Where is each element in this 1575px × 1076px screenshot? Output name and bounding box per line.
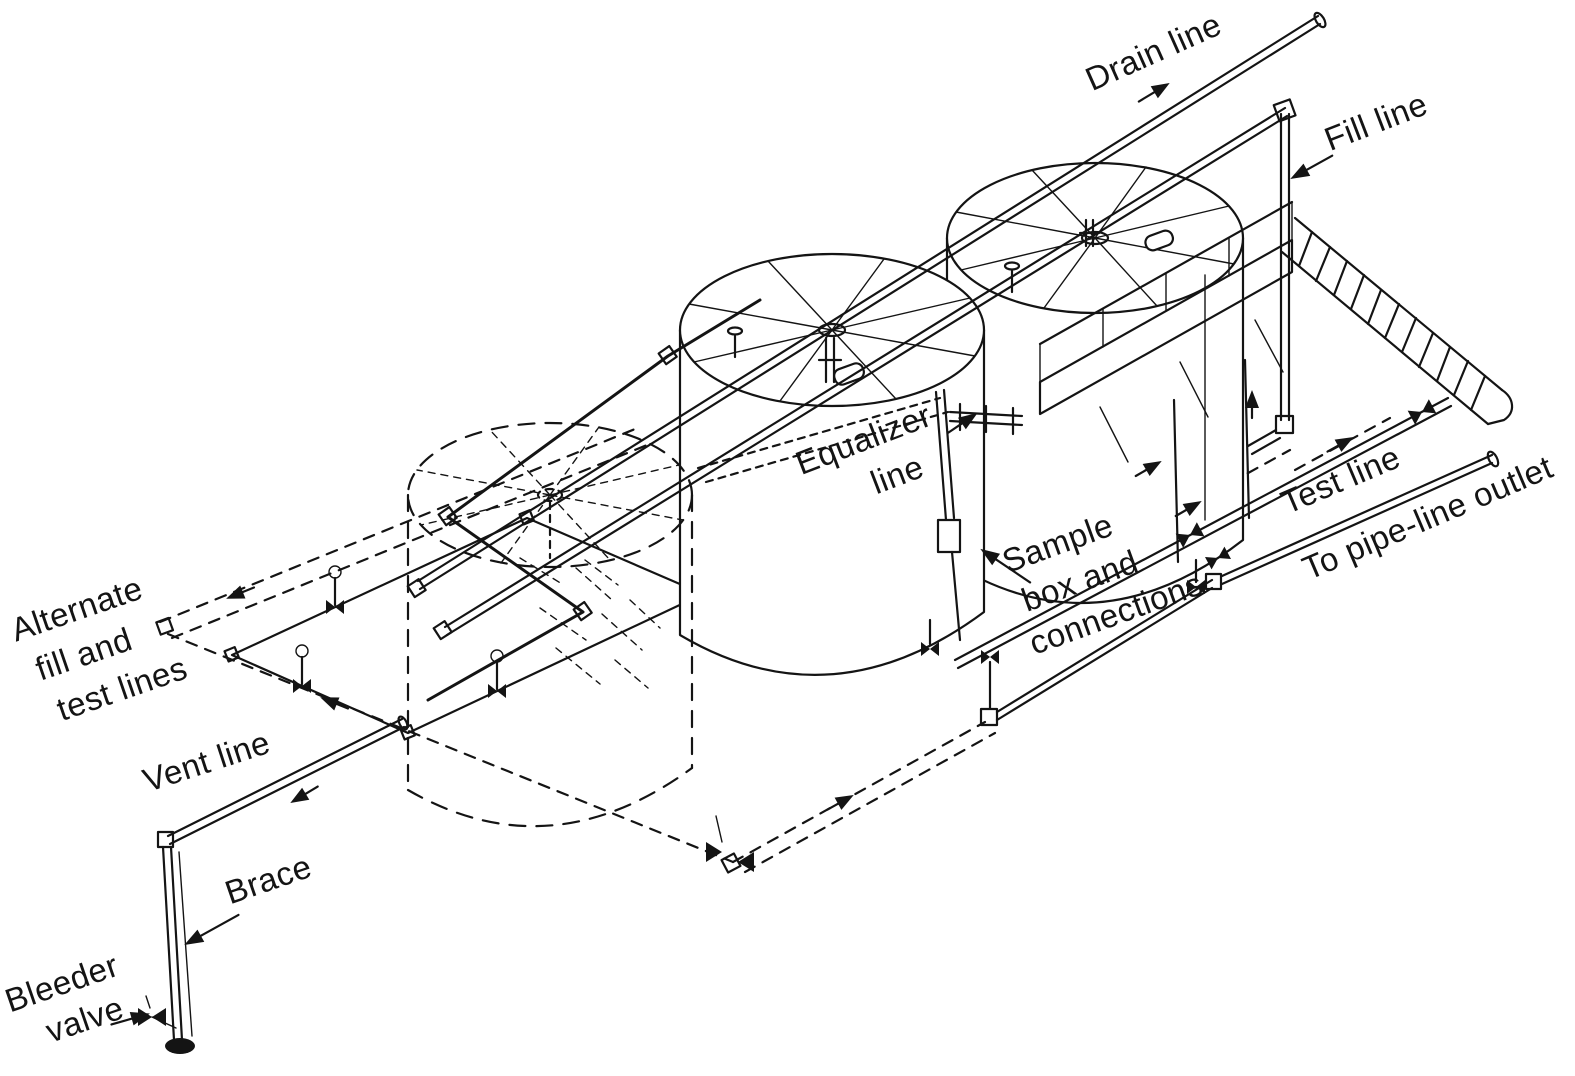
fill-line-leader-arrow <box>1290 154 1334 179</box>
tank-drain-valve <box>1187 558 1205 594</box>
fill-header-pipe <box>432 106 1289 641</box>
pipe-elbow <box>156 830 175 849</box>
standpipe-base <box>165 1038 195 1054</box>
tank-vent-fitting <box>1003 261 1021 294</box>
label-brace: Brace <box>220 847 316 911</box>
flow-arrow <box>226 585 256 599</box>
manifold-valve <box>488 649 506 698</box>
tank-vent-fitting <box>726 326 744 359</box>
sample-box-leader-arrow <box>980 548 1032 584</box>
alternate-fill-pipe <box>426 298 762 702</box>
test-line-pipe <box>953 396 1453 710</box>
label-drain-line: Drain line <box>1080 5 1227 98</box>
front-corner-valves <box>706 815 754 874</box>
drain-pipe <box>406 11 1327 599</box>
flow-arrows <box>226 82 1354 811</box>
outlet-valve <box>1205 546 1231 570</box>
header-riser <box>1078 218 1101 248</box>
equalizer-pipe-hidden <box>696 396 950 484</box>
brace-leader-arrow <box>184 913 240 945</box>
bleeder-valve <box>138 995 177 1029</box>
flow-arrow <box>1326 437 1354 453</box>
pipe-elbow <box>979 707 999 727</box>
storage-tank-rear <box>945 161 1245 604</box>
tank-manway-hatch <box>1144 229 1175 252</box>
tank-drain-valve <box>921 618 939 656</box>
label-alternate-lines: Alternate fill and test lines <box>6 564 192 734</box>
flow-arrow <box>290 785 319 804</box>
flow-arrow <box>1245 390 1259 420</box>
catwalk-post <box>1243 358 1251 520</box>
label-test-line: Test line <box>1275 438 1405 521</box>
tank-roof-spokes <box>955 166 1235 309</box>
test-line-valve <box>1175 522 1205 548</box>
storage-tank-front-phantom <box>406 298 762 828</box>
label-leaders <box>110 154 1334 1026</box>
pipe-elbow <box>1204 572 1223 591</box>
flow-arrow <box>826 795 854 811</box>
header-riser <box>817 336 843 384</box>
manifold-valve <box>293 644 311 693</box>
flow-arrow <box>1174 501 1202 518</box>
sample-box <box>936 518 962 554</box>
test-line-valve <box>1407 399 1437 425</box>
valve-manifold <box>223 509 711 741</box>
label-bleeder-valve: Bleeder valve <box>0 943 146 1059</box>
flow-arrow <box>1137 82 1170 103</box>
flow-arrow <box>1134 461 1162 478</box>
manifold-valve <box>326 565 344 614</box>
label-vent-line: Vent line <box>138 723 274 799</box>
sample-box-assembly <box>934 388 962 642</box>
bleeder-valve-leader-arrow <box>110 1011 150 1026</box>
pipeline-outlet-pipe <box>979 450 1500 727</box>
gangway-ladder <box>1280 216 1514 426</box>
flow-arrow <box>320 697 350 711</box>
vent-standpipe <box>161 845 176 1042</box>
equalizer-leader-arrow <box>946 412 978 435</box>
label-fill-line: Fill line <box>1319 85 1432 158</box>
